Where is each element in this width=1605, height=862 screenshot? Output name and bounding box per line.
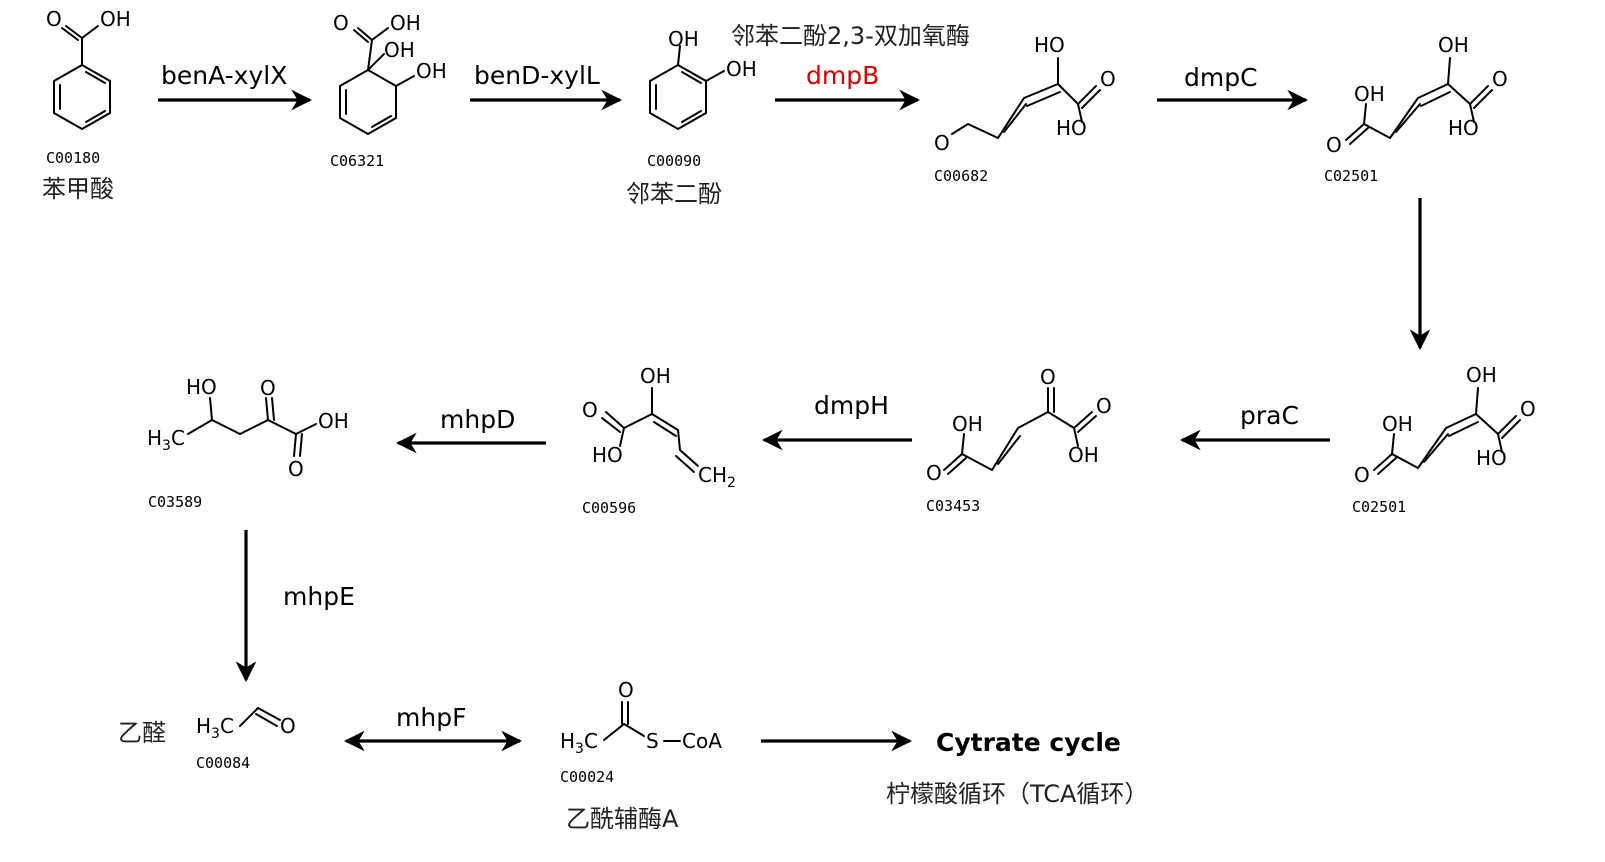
atom-label: CH2 — [698, 463, 736, 491]
compound-muconate-b: OH OH O HO O C02501 — [1352, 363, 1536, 516]
atom-label: OH — [1466, 363, 1497, 387]
atom-label: H3C — [560, 729, 598, 757]
atom-label: H3C — [147, 426, 185, 454]
atom-label: HO — [592, 443, 623, 467]
compound-catechol: OH OH C00090 邻苯二酚 — [626, 27, 757, 208]
atom-label: S — [646, 729, 659, 753]
atom-subscript: 3 — [162, 438, 171, 454]
atom-h: H — [147, 426, 162, 450]
compound-code: C00024 — [560, 768, 614, 786]
atom-label: O — [1354, 463, 1370, 487]
atom-label: O — [1492, 67, 1508, 91]
atom-c: C — [220, 714, 234, 738]
enzyme-label: mhpD — [440, 405, 515, 434]
enzyme-label: mhpE — [283, 582, 355, 611]
compound-name: 乙酰辅酶A — [566, 805, 679, 833]
atom-label: OH — [416, 59, 447, 83]
atom-label: O — [934, 131, 950, 155]
atom-label: HO — [1448, 116, 1479, 140]
atom-label: OH — [1438, 33, 1469, 57]
atom-label: OH — [100, 7, 131, 31]
compound-muconate-a: OH OH O HO O C02501 — [1324, 33, 1508, 185]
compound-code: C03453 — [926, 497, 980, 515]
cycle-title: Cytrate cycle — [936, 728, 1121, 757]
compound-code: C00596 — [582, 499, 636, 517]
enzyme-label: praC — [1240, 401, 1299, 430]
atom-label: OH — [952, 412, 983, 436]
compound-code: C00180 — [46, 149, 100, 167]
atom-label: CoA — [682, 729, 722, 753]
compound-acetaldehyde: 乙醛 H3C O C00084 — [118, 707, 296, 772]
atom-h: H — [196, 714, 211, 738]
atom-label: HO — [1034, 33, 1065, 57]
compound-name: 邻苯二酚 — [626, 180, 722, 208]
atom-label: O — [46, 7, 62, 31]
atom-label: OH — [390, 11, 421, 35]
enzyme-label: dmpC — [1184, 63, 1258, 92]
atom-label: O — [1096, 394, 1112, 418]
compound-oxohexenedioate: O OH O O OH C03453 — [926, 365, 1112, 515]
atom-subscript: 3 — [575, 741, 584, 757]
atom-label: O — [333, 11, 349, 35]
atom-label: OH — [318, 409, 349, 433]
atom-label: OH — [1382, 412, 1413, 436]
cycle-subtitle: 柠檬酸循环（TCA循环） — [886, 780, 1148, 808]
atom-c: C — [171, 426, 185, 450]
enzyme-label-highlight: dmpB — [806, 61, 879, 90]
enzyme-note: 邻苯二酚2,3-双加氧酶 — [731, 22, 970, 50]
atom-label: O — [926, 461, 942, 485]
compound-pentadienoate: OH O HO CH2 C00596 — [582, 364, 736, 517]
atom-label: O — [618, 678, 634, 702]
atom-h: H — [560, 729, 575, 753]
compound-code: C02501 — [1324, 167, 1378, 185]
atom-subscript: 2 — [727, 475, 736, 491]
atom-label: OH — [640, 364, 671, 388]
atom-label: OH — [726, 57, 757, 81]
atom-label: O — [582, 398, 598, 422]
atom-label: H3C — [196, 714, 234, 742]
compound-semialdehyde: HO O HO O C00682 — [934, 33, 1116, 185]
atom-label: OH — [668, 27, 699, 51]
atom-label: HO — [1476, 446, 1507, 470]
compound-code: C06321 — [330, 152, 384, 170]
atom-label: O — [1100, 67, 1116, 91]
atom-label: O — [1040, 365, 1056, 389]
atom-label: O — [280, 714, 296, 738]
atom-subscript: 3 — [211, 726, 220, 742]
compound-benzoate: O OH C00180 苯甲酸 — [42, 7, 131, 203]
atom-label: HO — [186, 375, 217, 399]
atom-label: HO — [1056, 116, 1087, 140]
enzyme-label: benD-xylL — [474, 61, 600, 90]
compound-name: 乙醛 — [118, 719, 166, 747]
atom-label: O — [288, 457, 304, 481]
atom-c: C — [584, 729, 598, 753]
enzyme-label: benA-xylX — [161, 61, 287, 90]
enzyme-label: dmpH — [814, 391, 889, 420]
compound-name: 苯甲酸 — [42, 175, 114, 203]
compound-code: C02501 — [1352, 498, 1406, 516]
compound-diol: O OH OH OH C06321 — [330, 11, 447, 170]
compound-code: C00090 — [647, 152, 701, 170]
compound-code: C00682 — [934, 167, 988, 185]
compound-code: C00084 — [196, 754, 250, 772]
atom-label: O — [1520, 397, 1536, 421]
atom-ch: CH — [698, 463, 727, 487]
atom-label: O — [260, 376, 276, 400]
compound-hydroxyoxo: HO O OH H3C O C03589 — [147, 375, 349, 511]
compound-code: C03589 — [148, 493, 202, 511]
atom-label: OH — [1068, 443, 1099, 467]
compound-acetylcoa: O H3C S CoA C00024 乙酰辅酶A — [560, 678, 722, 833]
atom-label: OH — [1354, 82, 1385, 106]
enzyme-label: mhpF — [396, 703, 466, 732]
atom-label: O — [1326, 133, 1342, 157]
atom-label: OH — [384, 38, 415, 62]
